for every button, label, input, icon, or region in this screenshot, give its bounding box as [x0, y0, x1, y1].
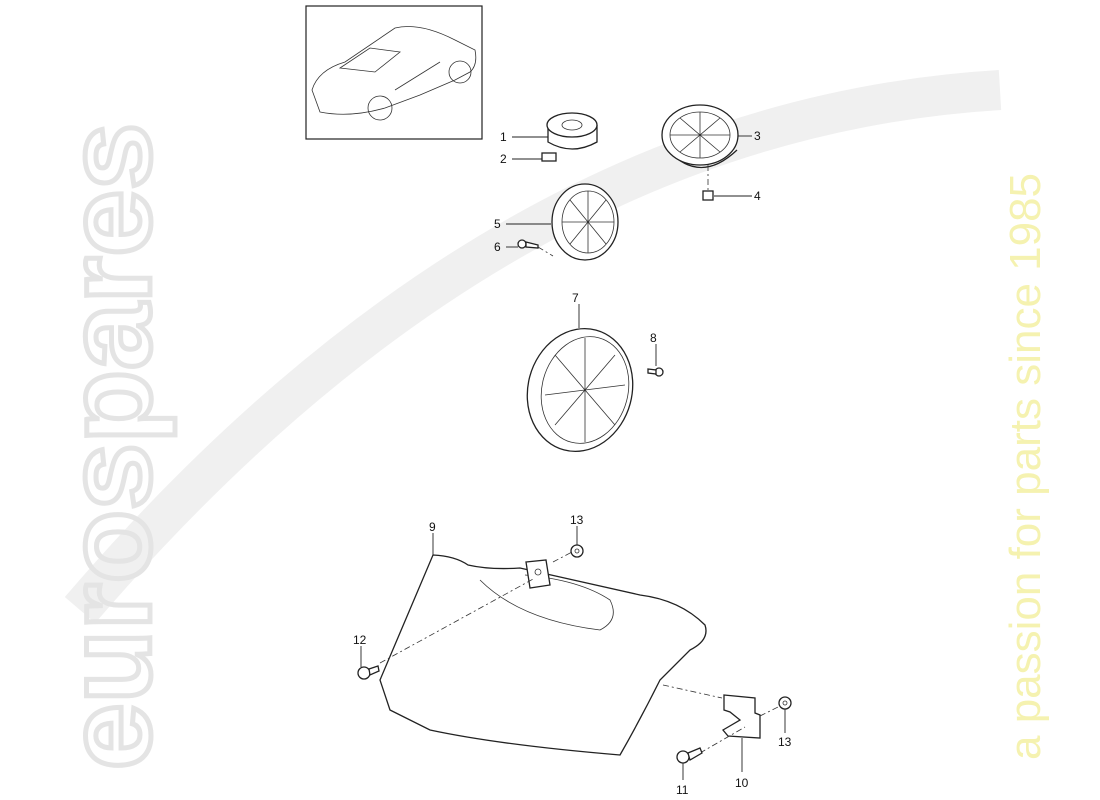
- watermark: eurospares a passion for parts since 198…: [40, 70, 1050, 773]
- part-2-clip: [541, 152, 557, 162]
- callout-1: 1: [500, 130, 507, 144]
- callout-7: 7: [572, 291, 579, 305]
- callout-4: 4: [754, 189, 761, 203]
- part-1-tweeter: [546, 112, 598, 150]
- callout-12: 12: [353, 633, 367, 647]
- callout-3: 3: [754, 129, 761, 143]
- callout-13-top: 13: [570, 513, 584, 527]
- part-6-screw: [517, 239, 554, 257]
- part-13-nut-top: [570, 544, 584, 558]
- part-8-screw: [647, 367, 664, 377]
- callout-8: 8: [650, 331, 657, 345]
- callout-6: 6: [494, 240, 501, 254]
- watermark-brand: eurospares: [42, 123, 176, 770]
- watermark-swoosh: [64, 70, 1002, 624]
- callout-9: 9: [429, 520, 436, 534]
- part-9-trim: [379, 551, 723, 756]
- callout-13-bottom: 13: [778, 735, 792, 749]
- part-7-woofer: [526, 327, 634, 453]
- callout-11: 11: [676, 783, 689, 797]
- leader-lines: [360, 135, 786, 780]
- watermark-tagline: a passion for parts since 1985: [1001, 173, 1050, 760]
- part-12-screw: [357, 665, 380, 680]
- part-4-nut: [702, 190, 714, 201]
- part-3-speaker: [661, 104, 739, 190]
- part-11-screw: [676, 747, 703, 764]
- part-10-bracket: [699, 694, 781, 754]
- part-5-speaker: [551, 183, 619, 261]
- car-thumbnail: [305, 5, 483, 140]
- callout-5: 5: [494, 217, 501, 231]
- callout-2: 2: [500, 152, 507, 166]
- callout-10: 10: [735, 776, 749, 790]
- part-13-nut-bottom: [778, 696, 792, 710]
